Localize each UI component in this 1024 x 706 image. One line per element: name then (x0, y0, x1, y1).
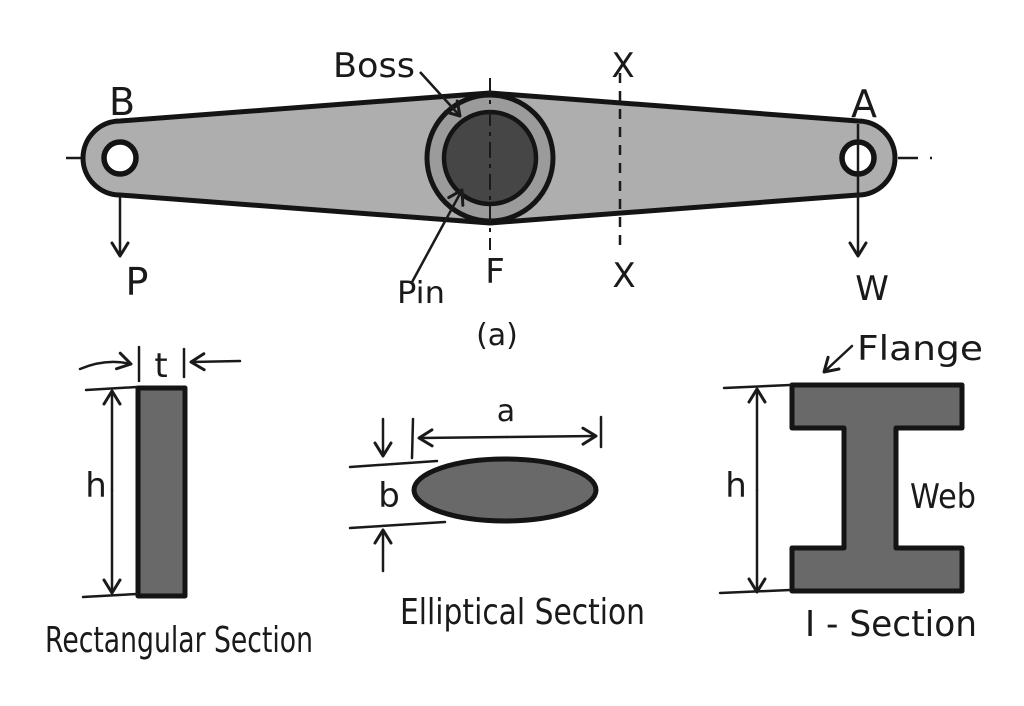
lever-diagram: B A P W F X X Boss Pin (a) (66, 46, 932, 353)
label-fulcrum: F (485, 252, 505, 292)
t-arrow-right (189, 352, 242, 372)
label-right-force: W (855, 269, 889, 309)
lever-caption: (a) (476, 318, 518, 353)
rectangular-section-shape (135, 385, 188, 599)
boss-pointer-arrow (419, 71, 462, 118)
label-flange: Flange (857, 329, 983, 369)
h-ext-bottom (81, 592, 139, 599)
i-h-ext-bottom (718, 588, 792, 595)
label-section-top: X (611, 46, 634, 86)
t-arrow-left (78, 351, 133, 371)
label-i-height: h (725, 466, 747, 506)
label-major-axis: a (497, 394, 515, 429)
rectangular-section-caption: Rectangular Section (45, 620, 313, 661)
i-h-ext-top (722, 383, 792, 390)
a-tick-left (410, 417, 415, 460)
elliptical-section-caption: Elliptical Section (400, 592, 645, 633)
label-rect-height: h (85, 466, 107, 506)
rectangular-section-figure: t h Rectangular Section (45, 345, 313, 661)
pin-pointer-arrow (409, 188, 465, 285)
flange-pointer-arrow (822, 344, 854, 374)
b-tick-bottom (348, 520, 447, 530)
i-section-shape (789, 382, 965, 594)
elliptical-section-shape (411, 456, 599, 524)
a-arrow-left (417, 428, 509, 448)
label-right-end: A (851, 82, 877, 126)
label-pin: Pin (397, 276, 445, 311)
label-left-force: P (126, 260, 149, 304)
label-left-end: B (109, 80, 135, 124)
label-boss: Boss (333, 46, 415, 86)
left-end-hole (101, 139, 139, 177)
i-section-caption: I - Section (805, 604, 977, 645)
label-thickness: t (154, 346, 167, 386)
b-tick-top (348, 459, 439, 469)
label-web: Web (910, 477, 976, 517)
i-section-figure: h Flange Web I - Section (718, 329, 983, 645)
h-ext-top (84, 385, 139, 392)
a-arrow-right (505, 426, 598, 446)
label-section-bottom: X (612, 256, 635, 296)
label-minor-axis: b (378, 476, 400, 516)
elliptical-section-figure: a b Elliptical Section (348, 394, 645, 633)
